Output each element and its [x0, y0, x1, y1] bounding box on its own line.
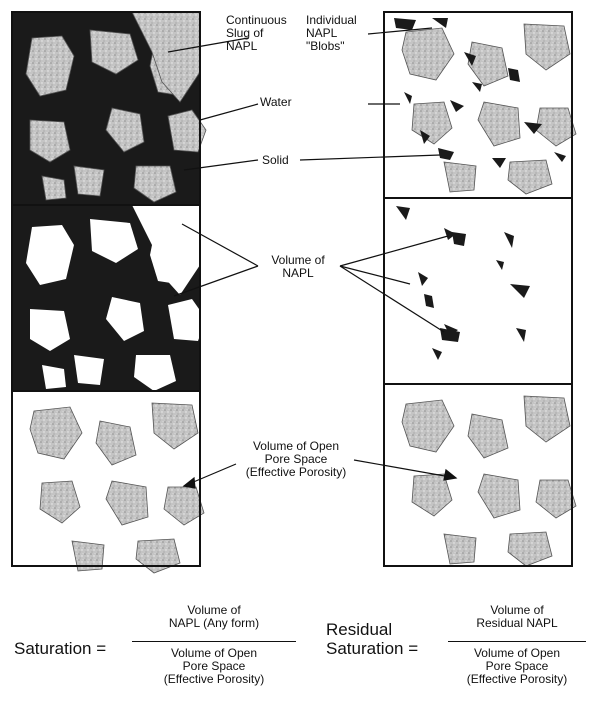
panel-napl-volume-left — [12, 205, 206, 391]
panel-open-pore-left — [12, 391, 204, 573]
saturation-fraction-bar — [132, 641, 296, 642]
saturation-numerator: Volume of NAPL (Any form) — [132, 604, 296, 630]
residual-lhs: Residual Saturation = — [326, 620, 418, 658]
panel-napl-volume-right — [384, 198, 572, 384]
label-open-pore-space: Volume of Open Pore Space (Effective Por… — [226, 440, 366, 479]
residual-numerator: Volume of Residual NAPL — [448, 604, 586, 630]
right-column — [384, 12, 576, 566]
label-continuous-slug: Continuous Slug of NAPL — [226, 14, 287, 53]
left-column — [12, 12, 206, 573]
panel-continuous-slug — [12, 12, 206, 205]
panel-open-pore-right — [384, 384, 576, 566]
residual-denominator: Volume of Open Pore Space (Effective Por… — [448, 647, 586, 686]
label-solid: Solid — [262, 154, 289, 167]
label-water: Water — [260, 96, 292, 109]
saturation-lhs: Saturation = — [14, 639, 106, 658]
residual-fraction-bar — [448, 641, 586, 642]
saturation-denominator: Volume of Open Pore Space (Effective Por… — [132, 647, 296, 686]
leader-water-left — [200, 104, 258, 120]
label-volume-napl: Volume of NAPL — [258, 254, 338, 280]
label-individual-blobs: Individual NAPL "Blobs" — [306, 14, 357, 53]
panel-individual-blobs — [384, 12, 576, 198]
